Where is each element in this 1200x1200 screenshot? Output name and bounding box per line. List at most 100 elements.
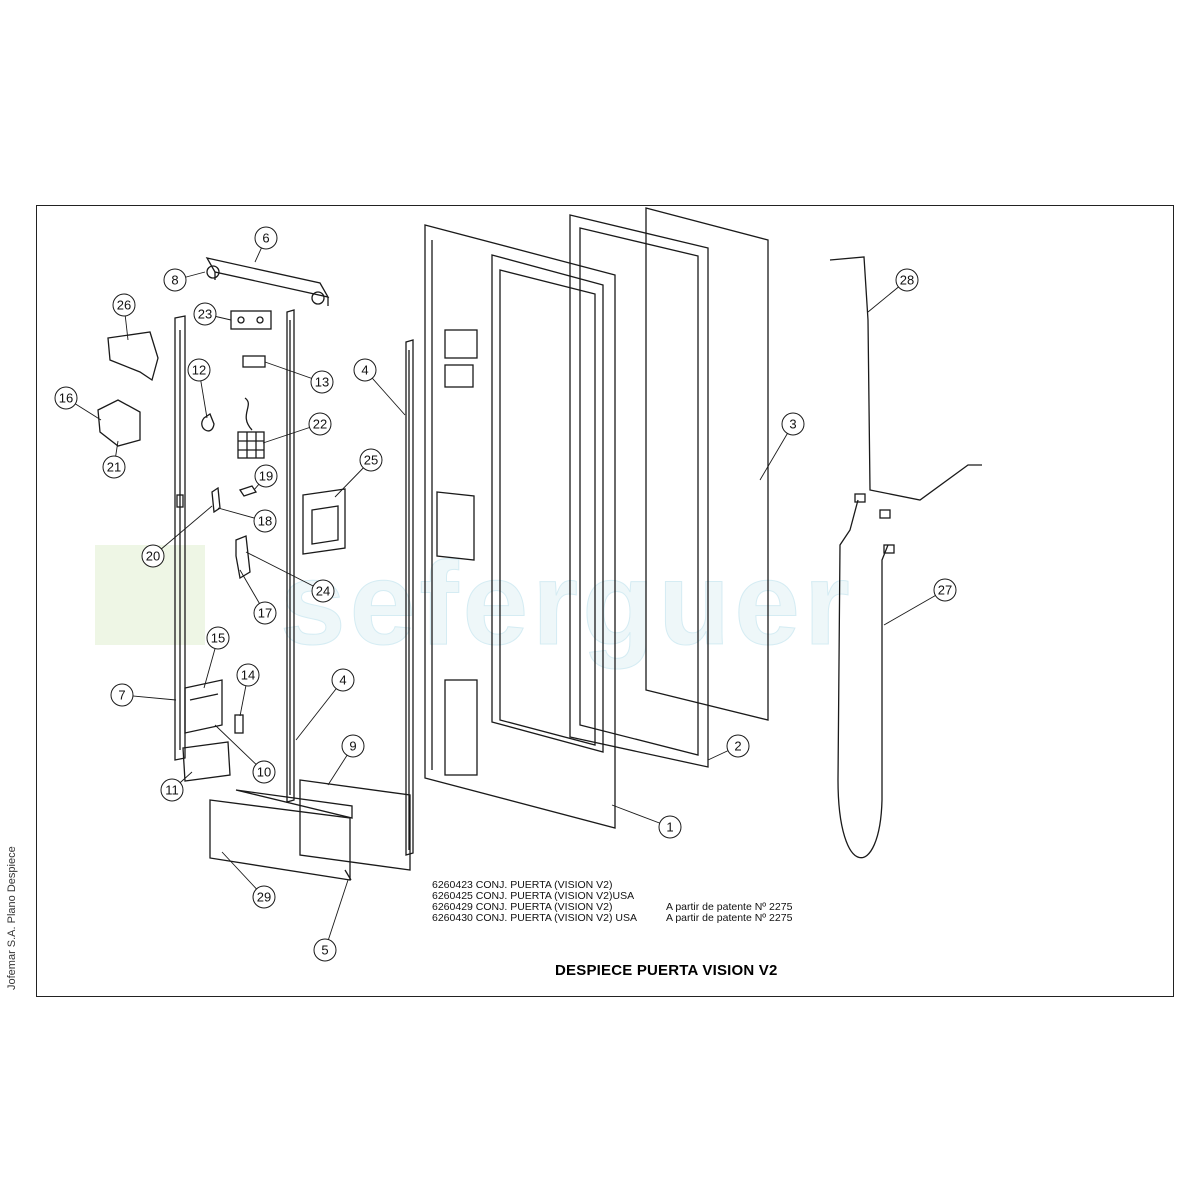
callout-circle bbox=[308, 412, 332, 436]
part-6-top-bracket bbox=[205, 257, 330, 306]
callout-22: 22 bbox=[308, 412, 332, 436]
callout-number: 4 bbox=[361, 363, 368, 378]
callout-circle bbox=[310, 370, 334, 394]
callout-circle bbox=[163, 268, 187, 292]
callout-number: 3 bbox=[789, 417, 796, 432]
callout-number: 20 bbox=[146, 549, 160, 564]
callout-25: 25 bbox=[359, 448, 383, 472]
watermark-text: seferguer bbox=[280, 538, 854, 670]
reference-row: 6260429 CONJ. PUERTA (VISION V2)A partir… bbox=[432, 901, 792, 913]
callout-29: 29 bbox=[252, 885, 276, 909]
callout-7: 7 bbox=[110, 683, 134, 707]
callout-4: 4 bbox=[331, 668, 355, 692]
callout-number: 17 bbox=[258, 606, 272, 621]
callout-1: 1 bbox=[658, 815, 682, 839]
drawing-title: DESPIECE PUERTA VISION V2 bbox=[555, 962, 778, 979]
callout-circle bbox=[252, 885, 276, 909]
callout-24: 24 bbox=[311, 579, 335, 603]
part-5-tab bbox=[344, 869, 352, 881]
callout-20: 20 bbox=[141, 544, 165, 568]
part-3-glass bbox=[645, 207, 769, 721]
callout-circle bbox=[313, 938, 337, 962]
callout-circle bbox=[141, 544, 165, 568]
callout-circle bbox=[895, 268, 919, 292]
callout-circle bbox=[253, 509, 277, 533]
callout-number: 5 bbox=[321, 943, 328, 958]
callout-number: 27 bbox=[938, 583, 952, 598]
reference-code: 6260423 CONJ. PUERTA (VISION V2) bbox=[432, 879, 613, 891]
part-2-gasket bbox=[569, 214, 709, 768]
callout-13: 13 bbox=[310, 370, 334, 394]
part-24-lever bbox=[235, 535, 251, 580]
part-12-latch bbox=[201, 413, 215, 432]
callout-circle bbox=[112, 293, 136, 317]
reference-row: 6260423 CONJ. PUERTA (VISION V2) bbox=[432, 880, 637, 891]
callout-circle bbox=[933, 578, 957, 602]
callout-circle bbox=[359, 448, 383, 472]
callout-number: 4 bbox=[339, 673, 346, 688]
callout-number: 10 bbox=[257, 765, 271, 780]
drawing-frame bbox=[36, 205, 1174, 997]
callout-12: 12 bbox=[187, 358, 211, 382]
callout-number: 12 bbox=[192, 363, 206, 378]
callout-number: 24 bbox=[316, 584, 330, 599]
callout-circle bbox=[160, 778, 184, 802]
callout-circle bbox=[331, 668, 355, 692]
callout-6: 6 bbox=[254, 226, 278, 250]
callout-number: 19 bbox=[259, 469, 273, 484]
callout-circle bbox=[253, 601, 277, 625]
callout-21: 21 bbox=[102, 455, 126, 479]
callout-number: 8 bbox=[171, 273, 178, 288]
callout-circle bbox=[54, 386, 78, 410]
callout-11: 11 bbox=[160, 778, 184, 802]
part-13-display bbox=[242, 355, 266, 368]
part-4-upright-back bbox=[405, 339, 414, 856]
callout-circle bbox=[236, 663, 260, 687]
callout-circle bbox=[726, 734, 750, 758]
callout-number: 9 bbox=[349, 739, 356, 754]
callout-circle bbox=[206, 626, 230, 650]
callout-number: 26 bbox=[117, 298, 131, 313]
part-25-coin-return bbox=[302, 488, 346, 555]
callout-number: 25 bbox=[364, 453, 378, 468]
callout-number: 16 bbox=[59, 391, 73, 406]
callout-17: 17 bbox=[253, 601, 277, 625]
part-19-connector bbox=[238, 485, 258, 497]
callout-23: 23 bbox=[193, 302, 217, 326]
callout-circle bbox=[187, 358, 211, 382]
callout-3: 3 bbox=[781, 412, 805, 436]
callout-circle bbox=[110, 683, 134, 707]
callout-number: 14 bbox=[241, 668, 255, 683]
callout-number: 21 bbox=[107, 460, 121, 475]
part-27-cable bbox=[837, 493, 895, 859]
reference-note: A partir de patente Nº 2275 bbox=[666, 912, 793, 924]
reference-code: 6260429 CONJ. PUERTA (VISION V2) bbox=[432, 901, 613, 913]
callout-16: 16 bbox=[54, 386, 78, 410]
part-28-rod bbox=[829, 256, 982, 501]
part-18-clip bbox=[211, 486, 221, 514]
reference-row: 6260425 CONJ. PUERTA (VISION V2)USA bbox=[432, 891, 637, 902]
callout-circle bbox=[658, 815, 682, 839]
reference-code: 6260430 CONJ. PUERTA (VISION V2) USA bbox=[432, 912, 638, 924]
callout-circle bbox=[254, 226, 278, 250]
callout-number: 22 bbox=[313, 417, 327, 432]
callout-circle bbox=[254, 464, 278, 488]
callout-number: 23 bbox=[198, 307, 212, 322]
part-9-panel bbox=[299, 779, 411, 871]
callout-18: 18 bbox=[253, 509, 277, 533]
reference-row: 6260430 CONJ. PUERTA (VISION V2) USA A pa… bbox=[432, 912, 792, 924]
callout-number: 7 bbox=[118, 688, 125, 703]
part-7-left-liner bbox=[174, 315, 186, 761]
callout-circle bbox=[252, 760, 276, 784]
callout-number: 18 bbox=[258, 514, 272, 529]
reference-list: 6260423 CONJ. PUERTA (VISION V2) 6260425… bbox=[432, 880, 792, 924]
part-22-keypad bbox=[237, 397, 265, 459]
callout-circle bbox=[311, 579, 335, 603]
callout-15: 15 bbox=[206, 626, 230, 650]
callout-number: 11 bbox=[165, 783, 179, 798]
callout-number: 1 bbox=[666, 820, 673, 835]
part-26-bracket bbox=[107, 331, 159, 382]
part-1-door-frame bbox=[424, 224, 616, 829]
